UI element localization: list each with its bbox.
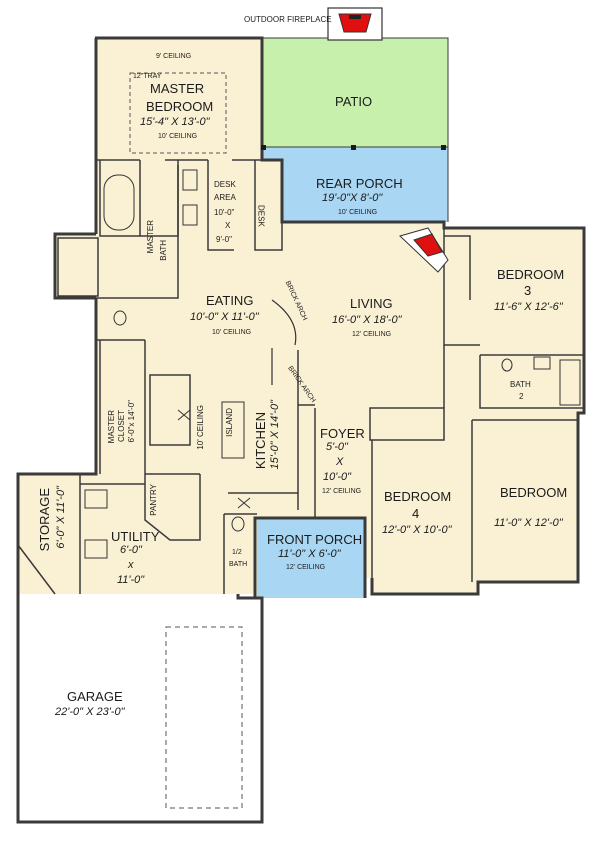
master-bath-line2: BATH bbox=[159, 240, 168, 261]
master-bedroom-ceiling: 10' CEILING bbox=[158, 133, 198, 140]
master-bedroom-dims: 15'-4" X 13'-0" bbox=[140, 116, 210, 128]
island-label: ISLAND bbox=[225, 408, 234, 437]
utility-name: UTILITY bbox=[111, 529, 160, 544]
utility-dims-d: 11'-0" bbox=[117, 574, 145, 586]
garage-zone bbox=[18, 594, 262, 822]
utility-dims-w: 6'-0" bbox=[120, 544, 142, 556]
bedroom-3-dims: 11'-6" X 12'-6" bbox=[494, 301, 563, 313]
interior-walls bbox=[17, 159, 584, 595]
tray-ceiling bbox=[129, 72, 227, 154]
living-dims: 16'-0" X 18'-0" bbox=[332, 314, 402, 326]
zone-fills bbox=[18, 38, 584, 822]
foyer-dims-d: 10'-0" bbox=[323, 471, 352, 483]
other-fixtures bbox=[84, 310, 251, 559]
outdoor-fireplace-label: OUTDOOR FIREPLACE bbox=[244, 15, 332, 24]
foyer-ceiling: 12' CEILING bbox=[322, 488, 362, 495]
eating-name: EATING bbox=[206, 293, 254, 308]
rear-porch-dims: 19'-0"X 8'-0" bbox=[322, 192, 383, 204]
desk-area-line2: AREA bbox=[214, 193, 236, 202]
desk-area-dims-w: 10'-0" bbox=[214, 208, 235, 217]
patio-zone bbox=[262, 38, 448, 147]
master-closet-line1: MASTER bbox=[107, 410, 116, 444]
master-bath-line1: MASTER bbox=[146, 220, 155, 254]
utility-x: x bbox=[128, 559, 134, 571]
outdoor-fireplace-drawing bbox=[327, 7, 383, 41]
bedroom-4-name: BEDROOM bbox=[384, 489, 452, 504]
half-bath-name: 1/2 bbox=[232, 549, 242, 556]
master-bath-fixtures bbox=[103, 169, 198, 231]
desk-area-x: X bbox=[225, 221, 231, 230]
desk-area-dims-d: 9'-0" bbox=[216, 235, 232, 244]
living-name: LIVING bbox=[350, 296, 393, 311]
eating-ceiling: 10' CEILING bbox=[212, 329, 252, 336]
front-porch-zone bbox=[257, 518, 365, 598]
master-closet-line2: CLOSET bbox=[117, 410, 126, 443]
living-ceiling: 12' CEILING bbox=[352, 331, 392, 338]
front-porch-ceiling: 12' CEILING bbox=[286, 564, 326, 571]
bedroom-3-num: 3 bbox=[524, 283, 532, 298]
interior-floor bbox=[18, 38, 584, 598]
bath-2-name: BATH bbox=[510, 380, 531, 389]
garage-parking-outline bbox=[165, 626, 243, 809]
master-bedroom-ceiling-top: 9' CEILING bbox=[156, 53, 192, 60]
foyer-x: X bbox=[336, 456, 344, 468]
bedroom-4-dims: 12'-0" X 10'-0" bbox=[382, 524, 452, 536]
brick-arches bbox=[271, 299, 297, 385]
kitchen-ceiling: 10' CEILING bbox=[196, 405, 205, 450]
foyer-dims-w: 5'-0" bbox=[326, 441, 348, 453]
pantry-label: PANTRY bbox=[149, 484, 158, 516]
living-fireplace-drawing bbox=[399, 227, 449, 273]
master-bedroom-tray: 12"TRAY bbox=[133, 73, 162, 80]
master-bedroom-name-2: BEDROOM bbox=[146, 99, 214, 114]
bedroom-2-name: BEDROOM bbox=[500, 485, 568, 500]
bedroom-4-num: 4 bbox=[412, 506, 420, 521]
rear-porch-ceiling: 10' CEILING bbox=[338, 209, 378, 216]
eating-dims: 10'-0" X 11'-0" bbox=[190, 311, 259, 323]
rear-porch-name: REAR PORCH bbox=[316, 176, 403, 191]
bedroom-2-dims: 11'-0" X 12'-0" bbox=[494, 517, 563, 529]
garage-name: GARAGE bbox=[67, 689, 123, 704]
exterior-walls bbox=[16, 36, 586, 824]
bedroom-3-name: BEDROOM bbox=[497, 267, 565, 282]
patio-label: PATIO bbox=[335, 94, 373, 109]
garage-dims: 22'-0" X 23'-0" bbox=[55, 706, 125, 718]
front-porch-name: FRONT PORCH bbox=[267, 532, 363, 547]
desk-area-line1: DESK bbox=[214, 180, 236, 189]
desk-label: DESK bbox=[256, 205, 266, 227]
half-bath-sub: BATH bbox=[229, 561, 248, 568]
storage-dims: 6'-0" X 11'-0" bbox=[55, 486, 67, 549]
master-closet-dims: 6'-0"x 14'-0" bbox=[127, 400, 136, 443]
kitchen-name: KITCHEN bbox=[253, 412, 268, 470]
bath-2-num: 2 bbox=[519, 392, 524, 401]
foyer-name: FOYER bbox=[320, 426, 365, 441]
rear-porch-zone bbox=[262, 147, 448, 222]
bath-2-fixtures bbox=[501, 356, 581, 406]
master-bedroom-name-1: MASTER bbox=[150, 81, 205, 96]
front-porch-dims: 11'-0" X 6'-0" bbox=[278, 548, 341, 560]
storage-name: STORAGE bbox=[37, 488, 52, 552]
kitchen-island bbox=[221, 401, 245, 459]
porch-posts bbox=[261, 145, 446, 150]
kitchen-dims: 15'-0" X 14'-0" bbox=[269, 400, 281, 470]
